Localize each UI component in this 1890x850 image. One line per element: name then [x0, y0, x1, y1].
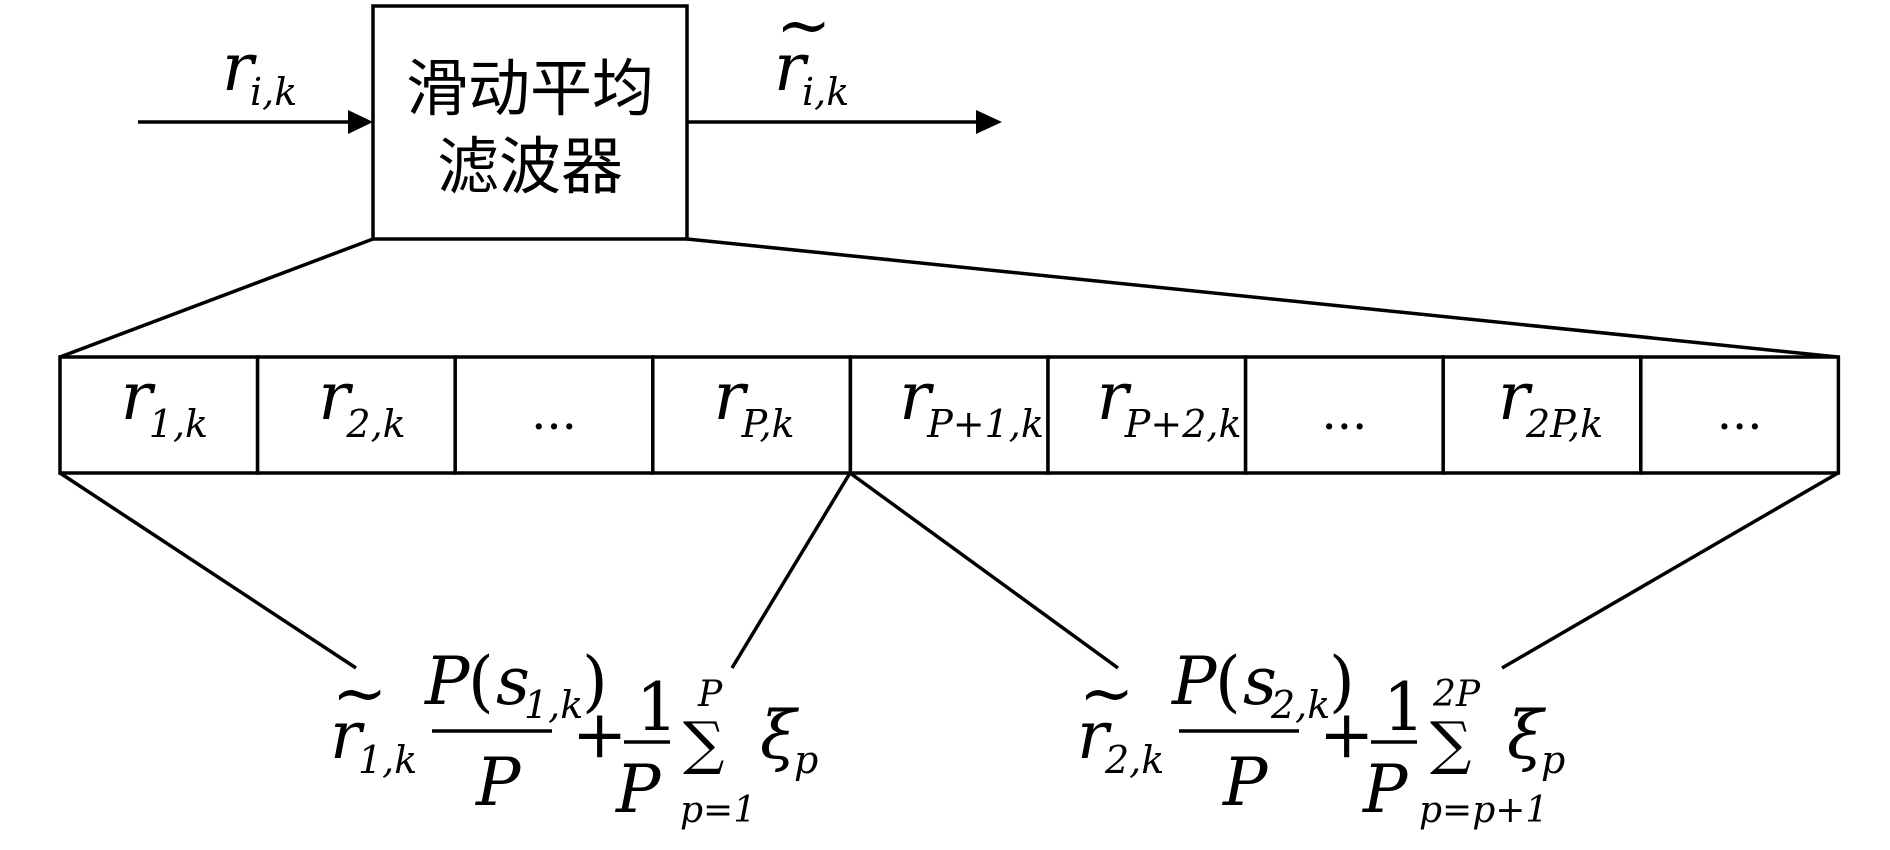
zoom-line-left	[59, 237, 374, 359]
sample-cell	[1243, 355, 1445, 475]
formula2-lhs-sub: 2,k	[1104, 738, 1164, 782]
input-arrowhead	[348, 110, 373, 134]
formula1-frac-den: P	[615, 751, 662, 828]
sample-cell	[1639, 355, 1841, 475]
sample-cell-base: r	[714, 358, 749, 435]
formula2-frac-num: 1	[1383, 669, 1425, 746]
formula2-bracket-left	[848, 471, 1120, 670]
sample-cell-sub: 1,k	[149, 402, 208, 446]
formula2-lhs-tilde: ~	[1079, 655, 1134, 732]
sample-cell-sub: P,k	[741, 402, 795, 446]
filter-label-line2: 滤波器	[437, 130, 623, 203]
sample-cell-ellipsis: ...	[531, 385, 577, 441]
sample-cell	[58, 355, 260, 475]
formula-1: ~ r 1,k P ( s 1,k ) P + 1 P P ∑ p=1 ξ p	[330, 643, 818, 831]
formula1-xi-sub: p	[794, 738, 818, 782]
filter-label-line1: 滑动平均	[406, 52, 654, 125]
formula1-bracket-left	[59, 471, 357, 670]
sample-cell-base: r	[1498, 358, 1533, 435]
sample-cell	[1046, 355, 1248, 475]
formula1-frac-num: 1	[636, 669, 678, 746]
input-label-base: r	[222, 29, 257, 106]
formula2-xi-sub: p	[1541, 738, 1565, 782]
formula1-num-open: (	[468, 643, 494, 720]
sample-cell-base: r	[899, 358, 934, 435]
sample-cell-base: r	[1097, 358, 1132, 435]
formula1-sum-upper: P	[697, 674, 723, 715]
output-label-base: r	[774, 29, 809, 106]
formula1-den: P	[475, 744, 522, 821]
sample-cell	[848, 355, 1050, 475]
formula2-bracket-right	[1501, 471, 1839, 670]
sample-cell-ellipsis: ...	[1322, 385, 1368, 441]
sample-cell-sub: P+1,k	[926, 402, 1044, 446]
formula2-num-s: s	[1243, 643, 1277, 720]
formula2-den: P	[1222, 744, 1269, 821]
sample-cell-base: r	[318, 358, 353, 435]
input-label-sub: i,k	[250, 70, 297, 114]
formula1-sum-sign: ∑	[683, 709, 724, 777]
formula-2: ~ r 2,k P ( s 2,k ) P + 1 P 2P ∑ p=p+1 ξ…	[1077, 643, 1565, 831]
formula1-lhs-base: r	[330, 697, 365, 774]
output-label-sub: i,k	[802, 70, 849, 114]
formula2-plus: +	[1319, 696, 1374, 773]
formula2-frac-den: P	[1362, 751, 1409, 828]
sample-cell-sub: 2P,k	[1525, 402, 1603, 446]
formula2-xi: ξ	[1507, 697, 1547, 774]
formula1-sum-lower: p=1	[680, 790, 756, 831]
formula1-xi: ξ	[760, 697, 800, 774]
sample-cell-sub: P+2,k	[1124, 402, 1242, 446]
formula1-num-close: )	[582, 643, 608, 720]
formula2-num-close: )	[1329, 643, 1355, 720]
formula2-sum-lower: p=p+1	[1419, 790, 1548, 831]
formula1-plus: +	[572, 696, 627, 773]
formula2-num-open: (	[1215, 643, 1241, 720]
sample-cell-ellipsis: ...	[1717, 385, 1763, 441]
formula2-num-s-sub: 2,k	[1270, 683, 1330, 727]
output-label-tilde: ~	[776, 0, 831, 64]
formula2-sum-sign: ∑	[1430, 709, 1471, 777]
output-arrowhead	[976, 110, 1002, 134]
formula2-lhs-base: r	[1077, 697, 1112, 774]
sample-cell-sub: 2,k	[345, 402, 405, 446]
formula1-num-s: s	[496, 643, 530, 720]
sample-cell-base: r	[121, 358, 156, 435]
formula1-num-P: P	[424, 643, 471, 720]
formula1-lhs-tilde: ~	[332, 655, 387, 732]
zoom-line-right	[686, 237, 1839, 359]
formula1-lhs-sub: 1,k	[358, 738, 417, 782]
formula1-bracket-right	[730, 472, 852, 669]
formula2-num-P: P	[1171, 643, 1218, 720]
formula1-num-s-sub: 1,k	[524, 683, 583, 727]
moving-average-filter-box	[371, 4, 689, 241]
formula2-sum-upper: 2P	[1432, 674, 1481, 715]
